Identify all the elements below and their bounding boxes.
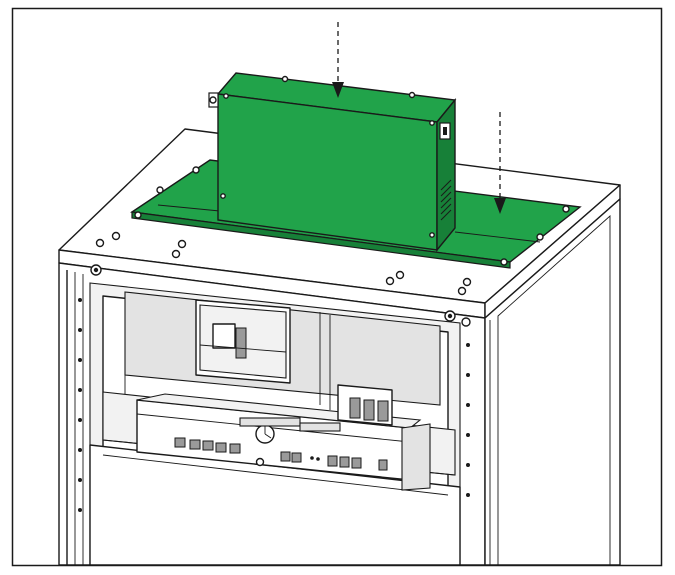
- cabinet: [58, 128, 621, 566]
- arrow-down-icon: [494, 112, 506, 214]
- arrow-down-icon: [332, 22, 344, 98]
- device-enclosure: [208, 72, 457, 252]
